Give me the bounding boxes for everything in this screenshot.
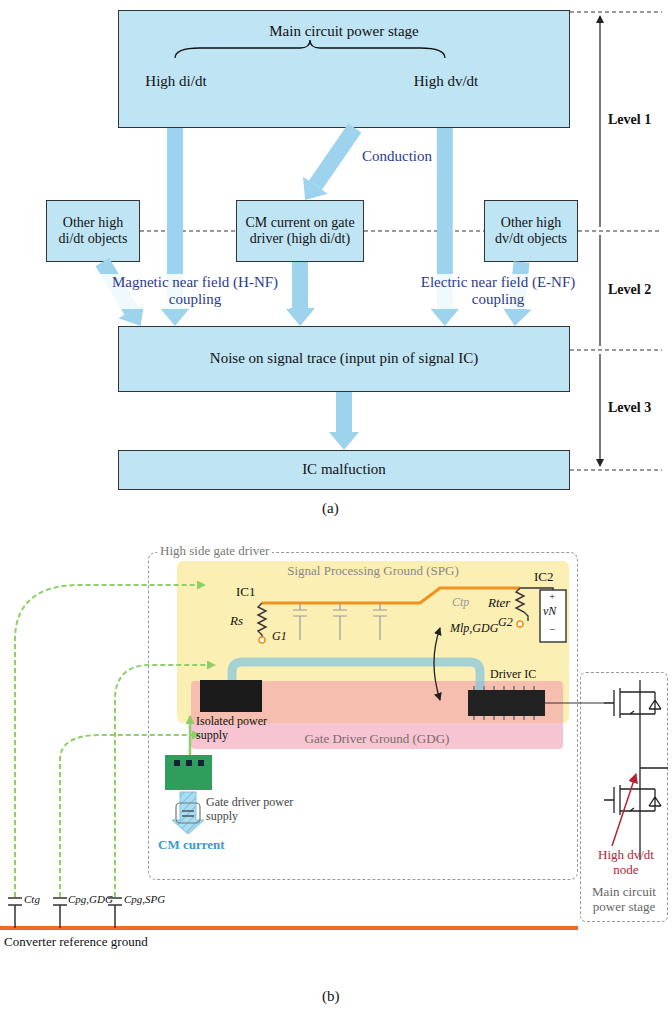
driver-ic-chip: [468, 686, 545, 720]
mutual-inductance-arrow: [434, 628, 440, 700]
reference-ground: [0, 926, 578, 930]
label-text: +: [549, 590, 555, 603]
label-text: Level 3: [608, 400, 651, 416]
node-text: Main circuit power stage: [119, 23, 569, 40]
label-text: Level 2: [608, 282, 651, 298]
label-text: Converter reference ground: [4, 935, 148, 950]
label-text: CM current: [158, 838, 225, 853]
terminal-connector: [165, 755, 212, 790]
label-text: (b): [322, 988, 340, 1005]
brace: [175, 40, 445, 58]
label-text: vN: [543, 605, 556, 619]
node-text: Signal Processing Ground (SPG): [177, 564, 569, 579]
cm-current-arrow: [172, 792, 204, 834]
signal-trace: [258, 588, 566, 643]
label-text: Rs: [230, 614, 243, 629]
label-text: Rter: [488, 596, 510, 611]
node-text: Gate Driver Ground (GDG): [191, 732, 563, 747]
label-text: (a): [322, 500, 339, 517]
arrow-head: [502, 307, 532, 326]
connector-lead: [189, 716, 192, 755]
arrow-shaft: [292, 262, 308, 308]
node-text: CM current on gate driver (high di/dt): [241, 215, 359, 247]
process-box: Other high dv/dt objects: [484, 200, 578, 262]
current-loop: [232, 662, 480, 690]
arrow-head: [329, 432, 359, 450]
arrow-head: [160, 308, 190, 326]
label-text: Cpg,GDG: [68, 893, 113, 906]
edge-label: Conduction: [360, 148, 434, 165]
label-text: Electric near field (E-NF) coupling: [398, 274, 598, 309]
node-text: High side gate driver: [157, 544, 272, 559]
process-box: Main circuit power stageHigh di/dt High d…: [118, 10, 570, 128]
flow-arrow: [329, 392, 359, 450]
label-text: High dv/dt node: [584, 848, 668, 878]
label-text: Isolated power supply: [196, 715, 278, 743]
label-text: G1: [272, 630, 287, 644]
node-text: Other high di/dt objects: [51, 215, 135, 247]
label-text: Level 1: [608, 112, 651, 128]
label-text: Driver IC: [490, 668, 536, 682]
node-text: High dv/dt: [396, 73, 496, 90]
node-text: Main circuit power stage: [583, 885, 665, 915]
arrow-head: [303, 177, 328, 200]
node-text: Noise on signal trace (input pin of sign…: [210, 350, 478, 367]
label-text: IC2: [534, 570, 554, 585]
gate-wire: [545, 702, 604, 703]
dvdt-arrow: [612, 774, 636, 846]
label-text: Cpg,SPG: [124, 893, 165, 906]
label-text: Ctp: [452, 596, 469, 610]
label-text: G2: [498, 616, 513, 630]
process-box: Other high di/dt objects: [46, 200, 140, 262]
node-text: IC malfuction: [302, 461, 386, 478]
label-text: Ctg: [24, 893, 40, 906]
process-box: CM current on gate driver (high di/dt): [236, 200, 364, 262]
arrow-head: [430, 308, 460, 326]
isolated-supply-block: [200, 680, 262, 712]
node-text: Other high dv/dt objects: [489, 215, 573, 247]
supply-capacitor: [176, 803, 200, 823]
label-text: IC1: [236, 585, 256, 600]
label-text: Magnetic near field (H-NF) coupling: [100, 274, 290, 309]
label-text: Mlp,GDG: [450, 622, 498, 636]
node-text: High di/dt: [126, 73, 226, 90]
process-box: Noise on signal trace (input pin of sign…: [118, 326, 570, 392]
mosfet-half-bridge: [604, 680, 668, 860]
arrow-head: [285, 308, 315, 326]
level-markers: [140, 12, 662, 470]
arrow-shaft: [315, 128, 354, 185]
label-text: Gate driver power supply: [206, 796, 306, 824]
flow-arrow: [303, 128, 355, 200]
label-text: −: [549, 623, 555, 636]
arrow-shaft: [336, 392, 352, 432]
process-box: IC malfuction: [118, 450, 570, 490]
